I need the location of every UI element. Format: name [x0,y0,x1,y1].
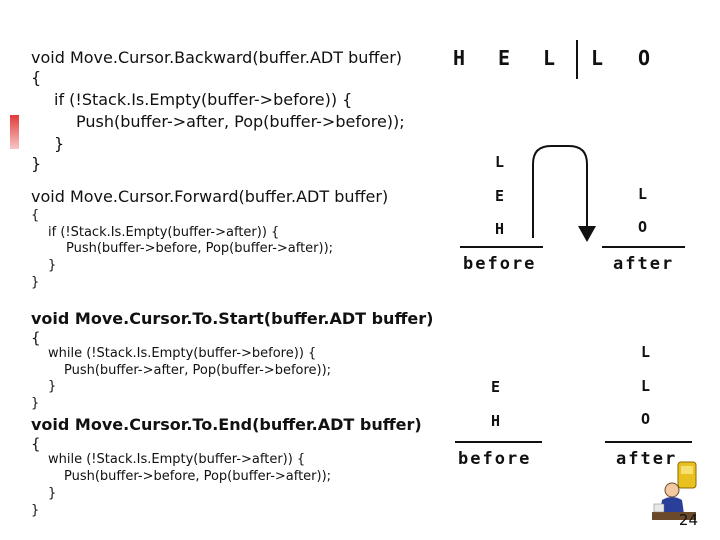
before-stack-item: H [491,412,501,430]
to-start-close-brace: } [31,396,40,411]
to-start-inner-close: } [48,379,57,394]
to-end-close-brace: } [31,503,40,518]
before-stack-item: E [491,378,501,396]
backward-if-line: if (!Stack.Is.Empty(buffer->before)) { [54,90,353,109]
forward-inner-close: } [48,258,57,273]
before-label: before [463,254,537,274]
slide-accent-mark [10,115,19,149]
before-stack-base [455,441,542,443]
text-char: E [498,46,511,70]
after-label: after [613,254,675,274]
after-stack-item: O [641,410,651,428]
to-end-body-line: Push(buffer->before, Pop(buffer->after))… [64,469,332,484]
to-start-body-line: Push(buffer->after, Pop(buffer->before))… [64,363,332,378]
text-char: H [453,46,466,70]
after-stack-base [605,441,692,443]
before-stack-item: E [495,187,505,205]
to-end-open-brace: { [31,435,41,453]
before-stack-item: L [495,153,505,171]
after-stack-item: L [638,185,648,203]
backward-inner-close: } [54,134,65,153]
after-stack-item: L [641,343,651,361]
to-start-open-brace: { [31,329,41,347]
page-number: 24 [678,511,698,529]
to-start-while-line: while (!Stack.Is.Empty(buffer->before)) … [48,346,317,361]
before-label: before [458,449,532,469]
before-stack-base [460,246,543,248]
backward-close-brace: } [31,154,42,173]
text-char: L [543,46,556,70]
to-end-inner-close: } [48,486,57,501]
after-stack-base [602,246,685,248]
forward-signature: void Move.Cursor.Forward(buffer.ADT buff… [31,187,389,206]
backward-open-brace: { [31,68,42,87]
forward-open-brace: { [31,208,40,223]
transfer-arrow-icon [532,145,596,242]
text-char: O [638,46,651,70]
after-stack-item: L [641,377,651,395]
cursor-marker [576,40,578,79]
after-label: after [616,449,678,469]
to-end-signature: void Move.Cursor.To.End(buffer.ADT buffe… [31,415,422,434]
backward-signature: void Move.Cursor.Backward(buffer.ADT buf… [31,48,403,67]
after-stack-item: O [638,218,648,236]
to-start-signature: void Move.Cursor.To.Start(buffer.ADT buf… [31,309,434,328]
forward-close-brace: } [31,275,40,290]
forward-body-line: Push(buffer->before, Pop(buffer->after))… [66,241,334,256]
text-char: L [591,46,604,70]
before-stack-item: H [495,220,505,238]
person-at-desk-icon [652,461,697,520]
forward-if-line: if (!Stack.Is.Empty(buffer->after)) { [48,225,280,240]
to-end-while-line: while (!Stack.Is.Empty(buffer->after)) { [48,452,306,467]
backward-body-line: Push(buffer->after, Pop(buffer->before))… [76,112,405,131]
